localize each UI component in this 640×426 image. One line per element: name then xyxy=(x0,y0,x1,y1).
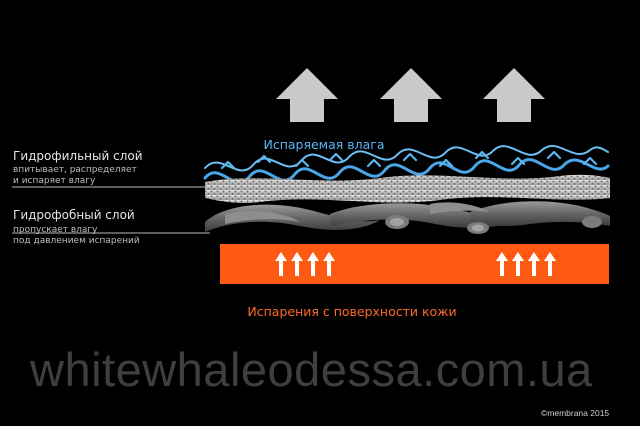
small-up-arrow-icon xyxy=(291,252,303,276)
small-up-arrow-icon xyxy=(544,252,556,276)
big-up-arrow-icon xyxy=(380,68,442,122)
vapor-out-label: Испаряемая влага xyxy=(263,137,385,152)
vapor-chevron-icon xyxy=(220,150,598,170)
watermark-text: whitewhaleodessa.com.ua xyxy=(30,343,593,396)
big-up-arrow-icon xyxy=(483,68,545,122)
hydrophobic-layer-desc-1: пропускает влагу xyxy=(13,225,98,235)
hydrophilic-layer-title: Гидрофильный слой xyxy=(13,149,143,163)
hydrophilic-layer-desc-1: впитывает, распределяет xyxy=(13,165,137,175)
small-up-arrow-icon xyxy=(323,252,335,276)
small-up-arrow-icon xyxy=(307,252,319,276)
small-up-arrow-icon xyxy=(528,252,540,276)
small-up-arrows-right xyxy=(496,252,556,276)
small-up-arrows-left xyxy=(275,252,335,276)
skin-layer xyxy=(220,244,609,284)
copyright-text: ©membrana 2015 xyxy=(541,408,610,418)
small-up-arrow-icon xyxy=(275,252,287,276)
hydrophobic-layer-title: Гидрофобный слой xyxy=(13,208,135,222)
hydrophobic-layer-desc-2: под давлением испарений xyxy=(13,236,140,246)
hydrophobic-fiber-layer xyxy=(205,201,610,234)
big-up-arrow-icon xyxy=(276,68,338,122)
skin-vapor-label: Испарения с поверхности кожи xyxy=(247,304,457,319)
small-up-arrow-icon xyxy=(512,252,524,276)
vapor-wave-layer xyxy=(203,144,610,184)
hydrophilic-mesh-layer xyxy=(205,174,610,203)
hydrophilic-layer-desc-2: и испаряет влагу xyxy=(13,176,96,186)
small-up-arrow-icon xyxy=(496,252,508,276)
